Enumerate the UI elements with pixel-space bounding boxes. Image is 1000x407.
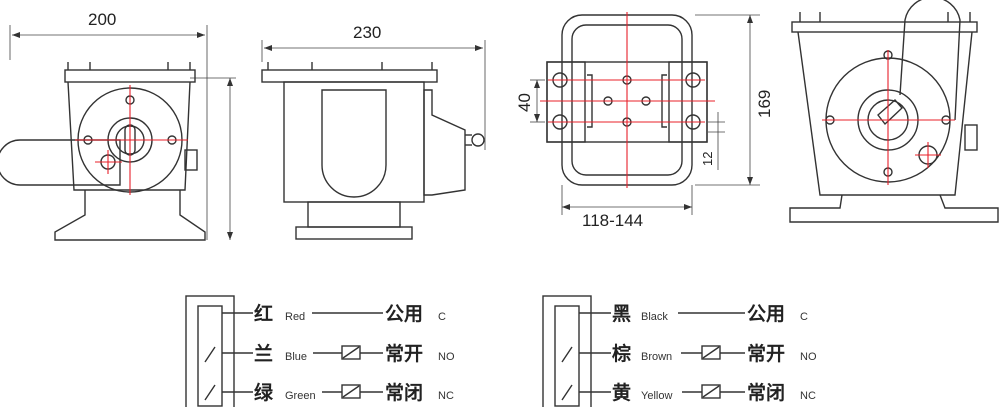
wire-right-2-en: Brown — [641, 351, 672, 363]
dim-40-label: 40 — [515, 93, 534, 112]
wire-right-3-cn: 黄 — [612, 381, 631, 404]
wire-right-3-role-cn: 常闭 — [747, 381, 785, 404]
wire-left-3-cn: 绿 — [254, 381, 274, 404]
wire-left-2-role-en: NO — [438, 351, 455, 363]
wire-right-3-role-en: NC — [800, 390, 816, 402]
side-view: 230 — [261, 23, 486, 240]
resistor-slash — [342, 385, 360, 398]
wire-left-3-role-cn: 常闭 — [385, 381, 423, 404]
wire-right-1-en: Black — [641, 311, 668, 323]
wiring-right: 黑 Black 公用 C 棕 Brown 常开 NO 黄 Yellow 常闭 N… — [542, 295, 817, 407]
rear-view — [789, 0, 999, 223]
wire-right-3-en: Yellow — [641, 390, 672, 402]
wire-left-1-role-en: C — [438, 311, 446, 323]
wire-left-2-en: Blue — [285, 351, 307, 363]
wire-left-1-cn: 红 — [254, 302, 273, 325]
front-view: 200 — [0, 10, 236, 241]
plan-view: 40 169 12 118-144 — [515, 12, 774, 230]
resistor-slash — [702, 346, 720, 359]
wire-right-2-role-en: NO — [800, 351, 817, 363]
wire-right-1-role-cn: 公用 — [747, 303, 785, 325]
wire-left-2-role-cn: 常开 — [385, 342, 423, 365]
wire-left-3-role-en: NC — [438, 390, 454, 402]
dim-118-144-label: 118-144 — [582, 211, 643, 230]
resistor-slash — [702, 385, 720, 398]
wiring-left: 红 Red 公用 C 兰 Blue 常开 NO 绿 Green 常闭 NC — [185, 295, 455, 407]
wire-left-1-en: Red — [285, 311, 305, 323]
resistor-slash — [342, 346, 360, 359]
wire-left-1-role-cn: 公用 — [385, 303, 423, 325]
wire-left-3-en: Green — [285, 390, 316, 402]
wire-right-1-cn: 黑 — [612, 303, 631, 325]
wire-right-2-role-cn: 常开 — [747, 342, 785, 365]
wire-right-1-role-en: C — [800, 311, 808, 323]
dim-12-label: 12 — [700, 152, 715, 166]
wire-left-2-cn: 兰 — [254, 342, 273, 365]
dim-200-label: 200 — [88, 10, 116, 29]
dim-169-label: 169 — [755, 90, 774, 118]
dim-230-label: 230 — [353, 23, 381, 42]
wire-right-2-cn: 棕 — [612, 342, 631, 365]
